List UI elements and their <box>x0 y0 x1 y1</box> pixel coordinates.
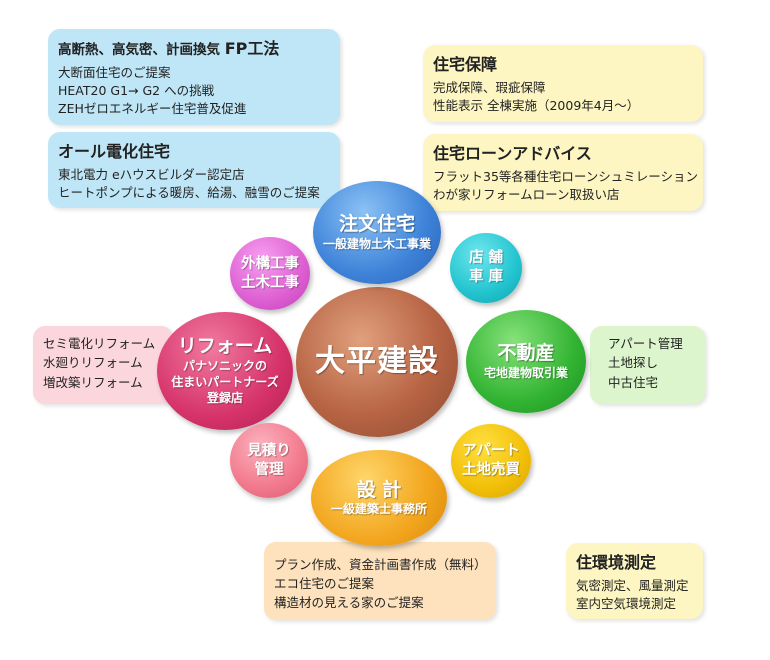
fp-line: ZEHゼロエネルギー住宅普及促進 <box>58 100 247 116</box>
real-estate-sub: 宅地建物取引業 <box>483 365 568 380</box>
store-garage-circle: 店 舗 車 庫 <box>450 233 522 303</box>
warranty-box: 住宅保障 完成保障、瑕疵保障 性能表示 全棟実施（2009年4月～） <box>423 45 703 122</box>
loan-advice-line: わが家リフォームローン取扱い店 <box>433 187 620 203</box>
real-estate-list-box: アパート管理 土地探し 中古住宅 <box>590 326 705 404</box>
real-estate-circle: 不動産 宅地建物取引業 <box>466 310 586 413</box>
all-electric-line: 東北電力 eハウスビルダー認定店 <box>58 167 245 183</box>
fp-method-title-prefix: 高断熱、高気密、計画換気 <box>58 42 220 58</box>
loan-advice-box: 住宅ローンアドバイス フラット35等各種住宅ローンシュミレーション わが家リフォ… <box>423 134 703 211</box>
estimate-label: 見積り <box>247 442 291 459</box>
apartment-land-circle: アパート 土地売買 <box>451 424 531 498</box>
fp-line: 大断面住宅のご提案 <box>58 64 171 80</box>
reform-list-item: 水廻りリフォーム <box>43 355 143 371</box>
store-garage-label: 車 庫 <box>468 269 504 285</box>
custom-house-sub: 一般建物土木工事業 <box>322 236 431 251</box>
exterior-work-label: 土木工事 <box>241 274 299 291</box>
real-estate-list-item: アパート管理 <box>608 336 683 351</box>
fp-method-title-emph: FP工法 <box>224 39 280 58</box>
exterior-work-label: 外構工事 <box>241 255 299 272</box>
reform-list-item: セミ電化リフォーム <box>43 336 156 351</box>
store-garage-label: 店 舗 <box>468 250 504 267</box>
reform-sub: 住まいパートナーズ <box>171 375 279 390</box>
exterior-work-circle: 外構工事 土木工事 <box>230 237 310 310</box>
real-estate-list-item: 中古住宅 <box>608 374 659 390</box>
fp-line: HEAT20 G1→ G2 への挑戦 <box>58 82 215 98</box>
reform-sub: 登録店 <box>206 391 243 406</box>
real-estate-title: 不動産 <box>497 342 555 364</box>
real-estate-list-item: 土地探し <box>608 355 659 371</box>
environment-title: 住環境測定 <box>576 553 657 572</box>
loan-advice-line: フラット35等各種住宅ローンシュミレーション <box>433 169 699 185</box>
estimate-circle: 見積り 管理 <box>230 423 308 498</box>
environment-line: 気密測定、風量測定 <box>576 578 689 594</box>
all-electric-title: オール電化住宅 <box>58 142 171 161</box>
apartment-land-label: 土地売買 <box>462 462 520 478</box>
reform-title: リフォーム <box>177 335 273 358</box>
design-circle: 設 計 一級建築士事務所 <box>311 450 447 546</box>
warranty-line: 完成保障、瑕疵保障 <box>433 80 546 96</box>
reform-list-box: セミ電化リフォーム 水廻りリフォーム 増改築リフォーム <box>33 326 173 404</box>
warranty-title: 住宅保障 <box>433 55 498 74</box>
design-list-item: プラン作成、資金計画書作成（無料） <box>274 557 487 572</box>
fp-method-box: 高断熱、高気密、計画換気 FP工法 大断面住宅のご提案 HEAT20 G1→ G… <box>48 29 340 125</box>
company-name: 大平建設 <box>315 344 439 379</box>
warranty-line: 性能表示 全棟実施（2009年4月～） <box>433 98 640 114</box>
all-electric-box: オール電化住宅 東北電力 eハウスビルダー認定店 ヒートポンプによる暖房、給湯、… <box>48 132 340 208</box>
estimate-label: 管理 <box>254 461 284 478</box>
apartment-land-label: アパート <box>462 443 520 460</box>
loan-advice-title: 住宅ローンアドバイス <box>433 144 592 163</box>
design-title: 設 計 <box>356 478 402 501</box>
design-list-item: 構造材の見える家のご提案 <box>274 594 424 610</box>
design-sub: 一級建築士事務所 <box>330 502 427 517</box>
reform-circle: リフォーム パナソニックの 住まいパートナーズ 登録店 <box>157 312 293 430</box>
design-list-item: エコ住宅のご提案 <box>274 575 375 591</box>
company-name-circle: 大平建設 <box>296 287 458 437</box>
fp-method-title: 高断熱、高気密、計画換気 FP工法 <box>58 37 330 61</box>
custom-house-circle: 注文住宅 一般建物土木工事業 <box>313 181 441 284</box>
custom-house-title: 注文住宅 <box>338 213 415 235</box>
all-electric-line: ヒートポンプによる暖房、給湯、融雪のご提案 <box>58 185 320 201</box>
reform-sub: パナソニックの <box>182 359 267 374</box>
reform-list-item: 増改築リフォーム <box>43 374 143 390</box>
environment-box: 住環境測定 気密測定、風量測定 室内空気環境測定 <box>566 543 703 619</box>
environment-line: 室内空気環境測定 <box>576 596 677 612</box>
design-list-box: プラン作成、資金計画書作成（無料） エコ住宅のご提案 構造材の見える家のご提案 <box>264 542 496 620</box>
